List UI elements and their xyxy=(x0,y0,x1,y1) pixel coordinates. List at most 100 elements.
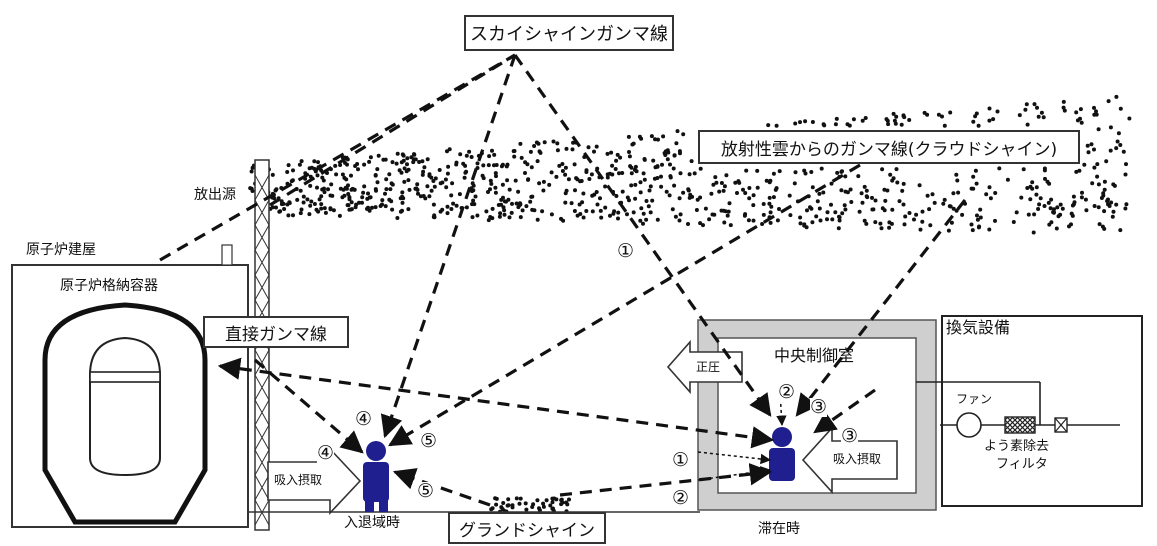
particle-dot xyxy=(1030,186,1035,191)
particle-dot xyxy=(405,156,410,161)
particle-dot xyxy=(413,157,418,162)
particle-dot xyxy=(342,193,347,198)
particle-dot xyxy=(605,172,610,177)
particle-dot xyxy=(656,137,660,142)
particle-dot xyxy=(388,187,393,192)
particle-dot xyxy=(925,193,930,198)
particle-dot xyxy=(947,204,952,209)
particle-dot xyxy=(481,163,486,168)
particle-dot xyxy=(489,181,494,186)
direct-gamma-label-box: 直接ガンマ線 xyxy=(203,316,349,348)
particle-dot xyxy=(788,213,793,218)
particle-dot xyxy=(549,170,554,175)
particle-dot xyxy=(975,217,980,222)
particle-dot xyxy=(822,123,827,128)
particle-dot xyxy=(810,185,815,190)
particle-dot xyxy=(764,178,769,183)
particle-dot xyxy=(349,200,354,205)
particle-dot xyxy=(1077,168,1082,173)
particle-dot xyxy=(376,153,381,158)
particle-dot xyxy=(307,166,312,171)
particle-dot xyxy=(584,209,589,213)
particle-dot xyxy=(847,123,852,128)
particle-dot xyxy=(733,180,738,185)
particle-dot xyxy=(400,190,405,195)
route-marker-1-outside: ① xyxy=(672,449,690,471)
particle-dot xyxy=(1036,207,1041,211)
particle-dot xyxy=(532,144,537,148)
particle-dot xyxy=(353,164,358,168)
particle-dot xyxy=(1104,159,1109,164)
particle-dot xyxy=(605,151,610,156)
particle-dot xyxy=(249,169,254,174)
particle-dot xyxy=(322,190,327,195)
particle-dot xyxy=(564,188,569,193)
particle-dot xyxy=(614,158,619,163)
particle-dot xyxy=(445,204,450,209)
particle-dot xyxy=(723,209,728,214)
particle-dot xyxy=(316,160,320,165)
particle-dot xyxy=(1115,139,1120,144)
particle-dot xyxy=(550,496,555,501)
particle-dot xyxy=(563,172,568,177)
particle-dot xyxy=(599,215,604,220)
particle-dot xyxy=(1060,206,1065,211)
particle-dot xyxy=(1039,110,1044,115)
particle-dot xyxy=(1109,200,1114,205)
particle-dot xyxy=(470,181,475,186)
particle-dot xyxy=(298,188,303,193)
particle-dot xyxy=(805,208,809,213)
particle-dot xyxy=(510,505,515,510)
particle-dot xyxy=(993,191,998,195)
particle-dot xyxy=(586,145,591,150)
particle-dot xyxy=(475,213,480,218)
particle-dot xyxy=(1037,202,1042,207)
particle-dot xyxy=(489,507,494,512)
particle-dot xyxy=(415,182,420,187)
particle-dot xyxy=(299,159,304,164)
particle-dot xyxy=(969,222,974,227)
particle-dot xyxy=(1017,113,1022,118)
particle-dot xyxy=(665,157,670,162)
particle-dot xyxy=(955,178,960,183)
particle-dot xyxy=(362,162,367,167)
particle-dot xyxy=(627,150,631,154)
particle-dot xyxy=(689,159,694,164)
particle-dot xyxy=(312,159,317,164)
particle-dot xyxy=(954,172,959,177)
particle-dot xyxy=(274,205,278,210)
particle-dot xyxy=(438,181,443,186)
particle-dot xyxy=(511,149,516,154)
particle-dot xyxy=(480,173,485,178)
particle-dot xyxy=(672,153,677,158)
particle-dot xyxy=(726,209,731,214)
particle-dot xyxy=(878,221,883,226)
particle-dot xyxy=(425,157,430,162)
particle-dot xyxy=(563,165,568,170)
particle-dot xyxy=(1102,209,1107,214)
particle-dot xyxy=(507,215,512,220)
particle-dot xyxy=(873,198,878,203)
particle-dot xyxy=(610,163,615,168)
particle-dot xyxy=(1108,148,1113,153)
particle-dot xyxy=(727,201,732,206)
particle-dot xyxy=(1048,206,1053,211)
particle-dot xyxy=(1108,125,1113,130)
particle-dot xyxy=(653,137,657,142)
particle-dot xyxy=(400,200,405,205)
particle-dot xyxy=(631,141,636,146)
particle-dot xyxy=(618,155,623,160)
particle-dot xyxy=(563,200,568,205)
particle-dot xyxy=(681,132,686,137)
particle-dot xyxy=(581,191,586,196)
particle-dot xyxy=(956,190,961,195)
particle-dot xyxy=(312,202,317,206)
particle-dot xyxy=(1092,147,1096,152)
particle-dot xyxy=(1061,105,1066,110)
particle-dot xyxy=(707,217,712,222)
particle-dot xyxy=(637,134,642,139)
particle-dot xyxy=(610,172,615,177)
particle-dot xyxy=(342,175,347,180)
particle-dot xyxy=(463,163,468,168)
particle-dot xyxy=(928,223,933,228)
